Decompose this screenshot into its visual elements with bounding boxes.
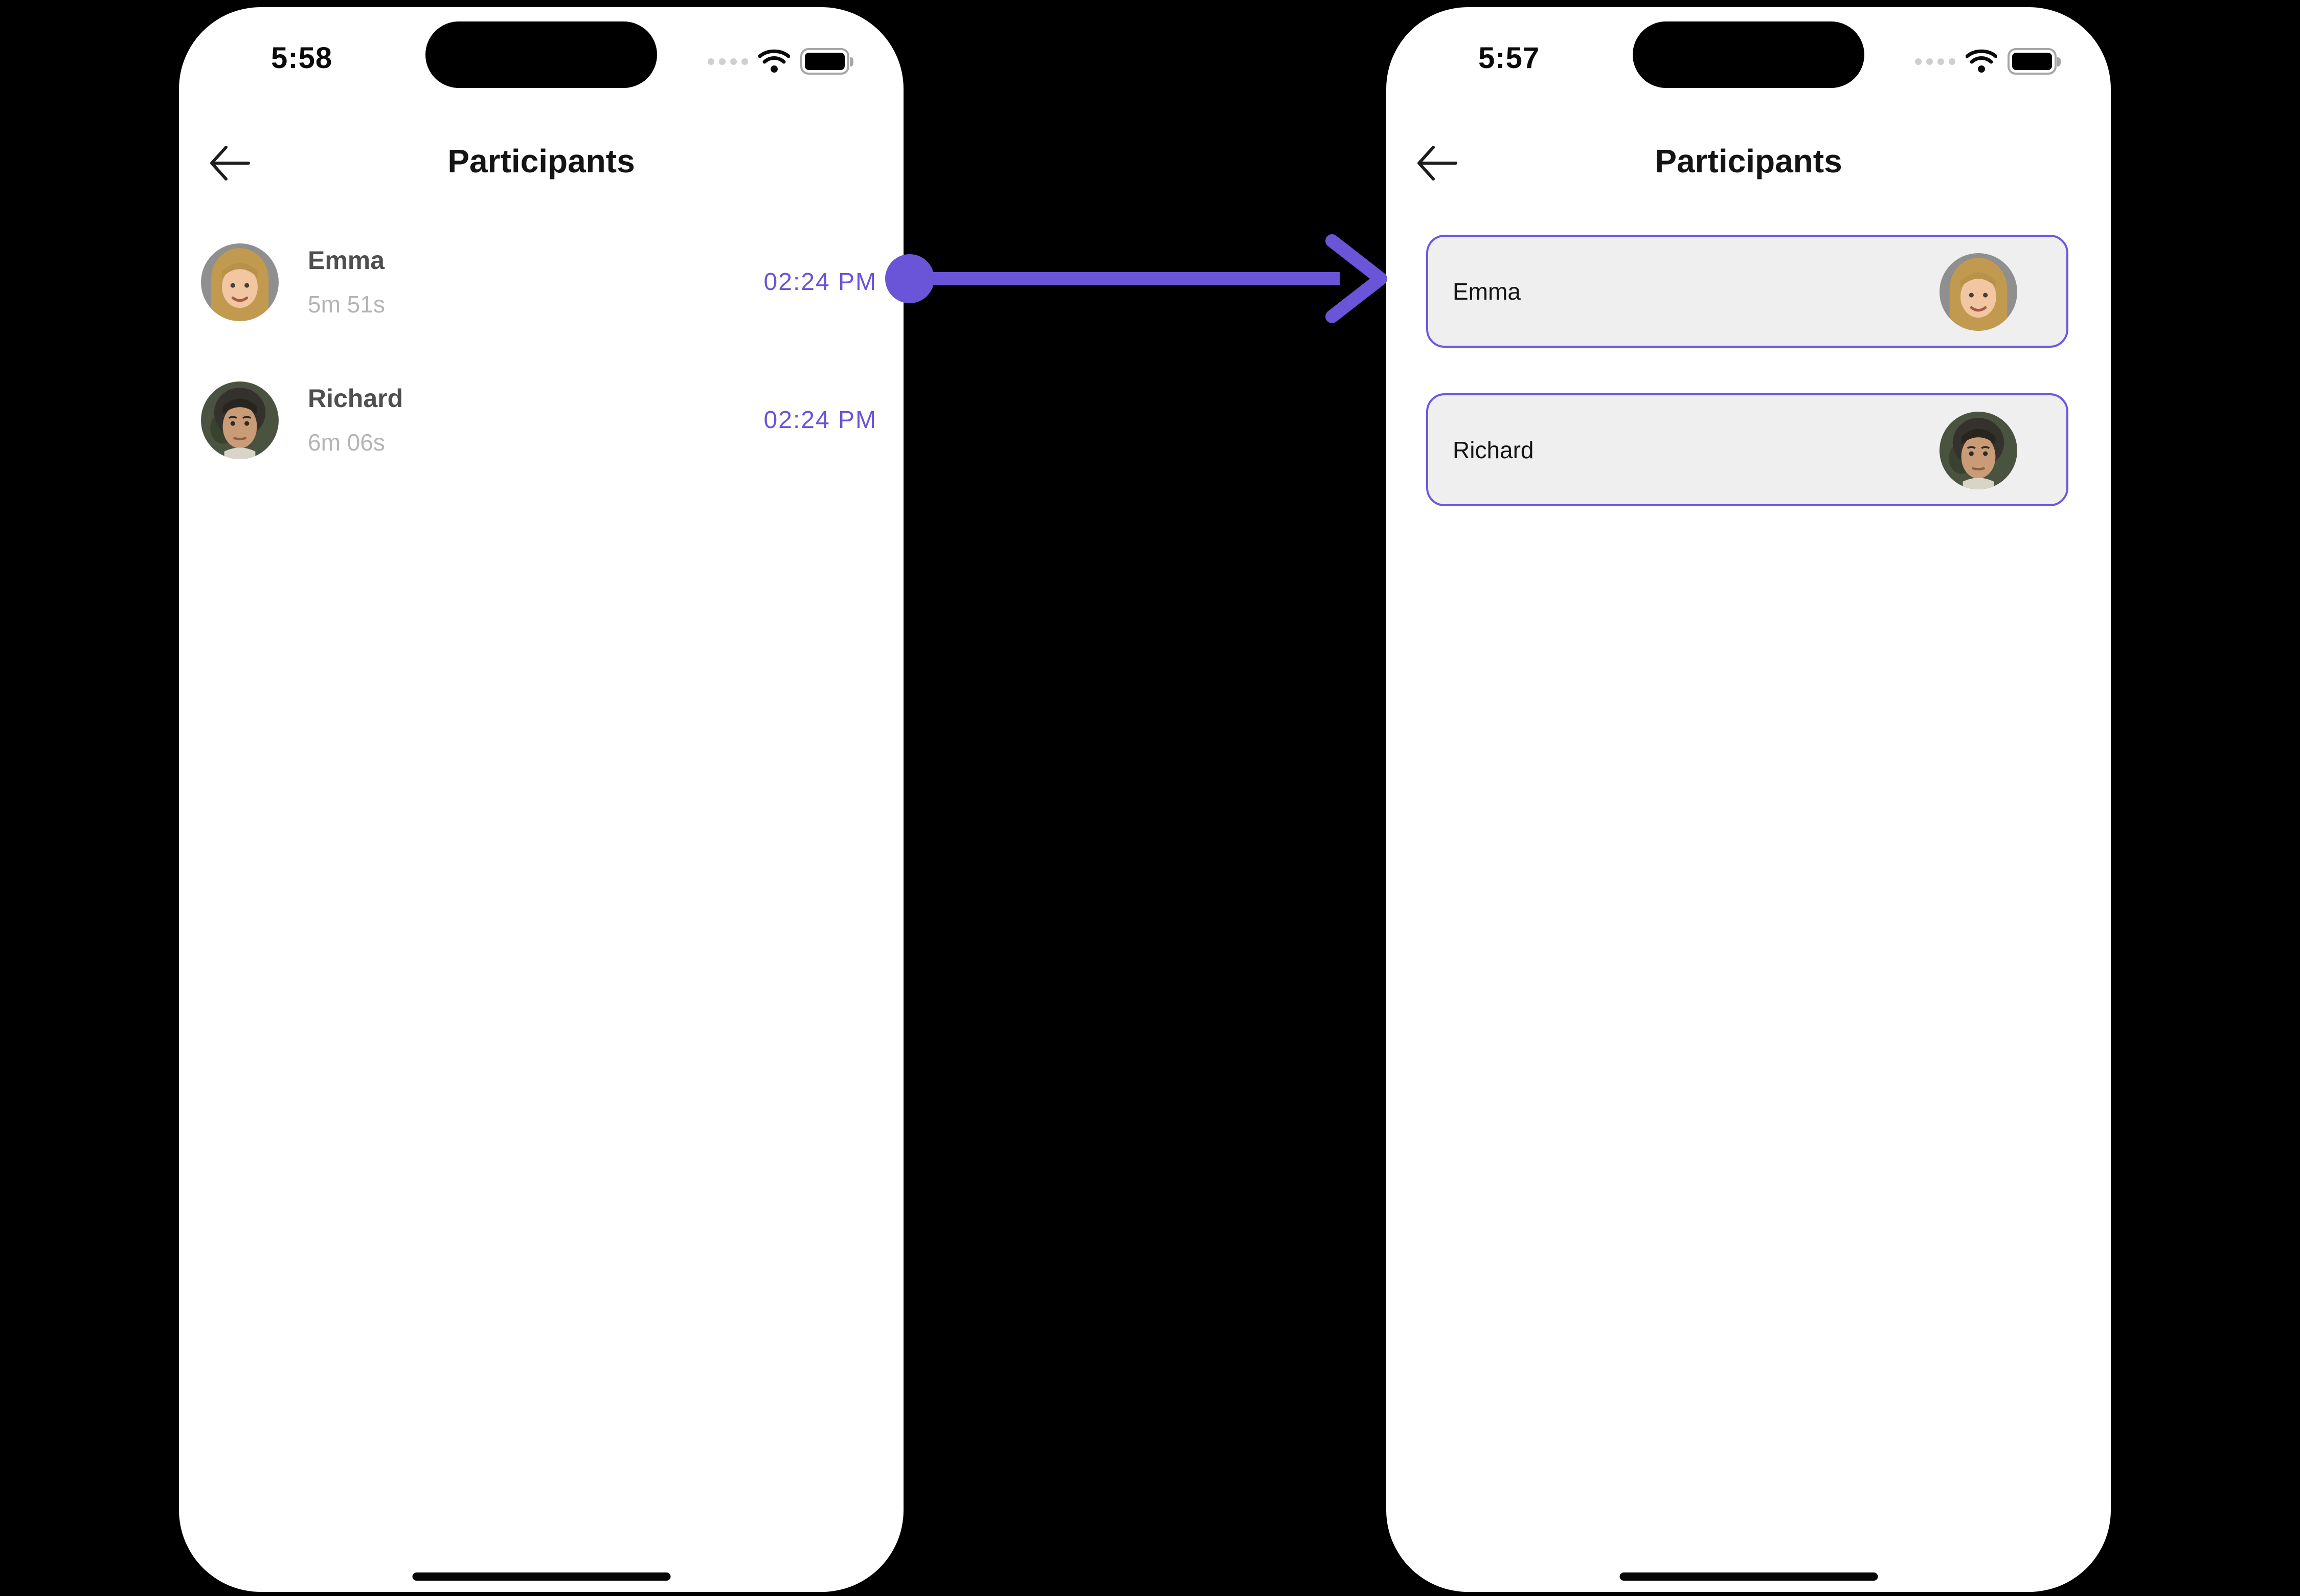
dynamic-island [425,21,657,88]
back-arrow-icon [1417,146,1457,181]
back-arrow-icon [210,146,250,181]
transition-arrow-icon [885,234,1387,323]
participant-name: Richard [1453,436,1534,463]
participant-name: Emma [1453,278,1521,305]
header: Participants [179,135,904,191]
participant-name: Richard [308,384,403,413]
home-indicator[interactable] [412,1572,670,1581]
header: Participants [1386,135,2111,191]
status-time: 5:58 [271,41,333,75]
participant-join-time: 02:24 PM [763,268,877,296]
cellular-signal-icon [708,58,748,65]
participant-name: Emma [308,246,385,275]
home-indicator[interactable] [1619,1572,1878,1581]
wifi-icon [1966,49,1997,73]
back-button[interactable] [206,140,252,186]
participant-row-richard[interactable]: Richard 6m 06s 02:24 PM [179,374,904,466]
status-icons [1915,39,2061,84]
phone-right: 5:57 Participants Emma [1386,7,2111,1592]
wifi-icon [758,49,790,73]
avatar-emma [201,243,279,321]
cellular-signal-icon [1915,58,1955,65]
participant-card-richard[interactable]: Richard [1426,393,2068,506]
page-title: Participants [447,143,635,179]
dynamic-island [1633,21,1864,88]
avatar-richard [201,381,279,459]
avatar-emma [1940,253,2017,331]
participant-card-emma[interactable]: Emma [1426,235,2068,348]
battery-icon [2008,48,2061,75]
avatar-richard [1940,412,2017,489]
participant-duration: 6m 06s [308,429,385,456]
battery-icon [800,48,853,75]
participant-join-time: 02:24 PM [763,407,877,434]
participant-row-emma[interactable]: Emma 5m 51s 02:24 PM [179,236,904,328]
back-button[interactable] [1413,140,1459,186]
phone-left: 5:58 Participants [179,7,904,1592]
participant-duration: 5m 51s [308,291,385,318]
status-time: 5:57 [1478,41,1540,75]
status-icons [708,39,853,84]
page-title: Participants [1655,143,1842,179]
